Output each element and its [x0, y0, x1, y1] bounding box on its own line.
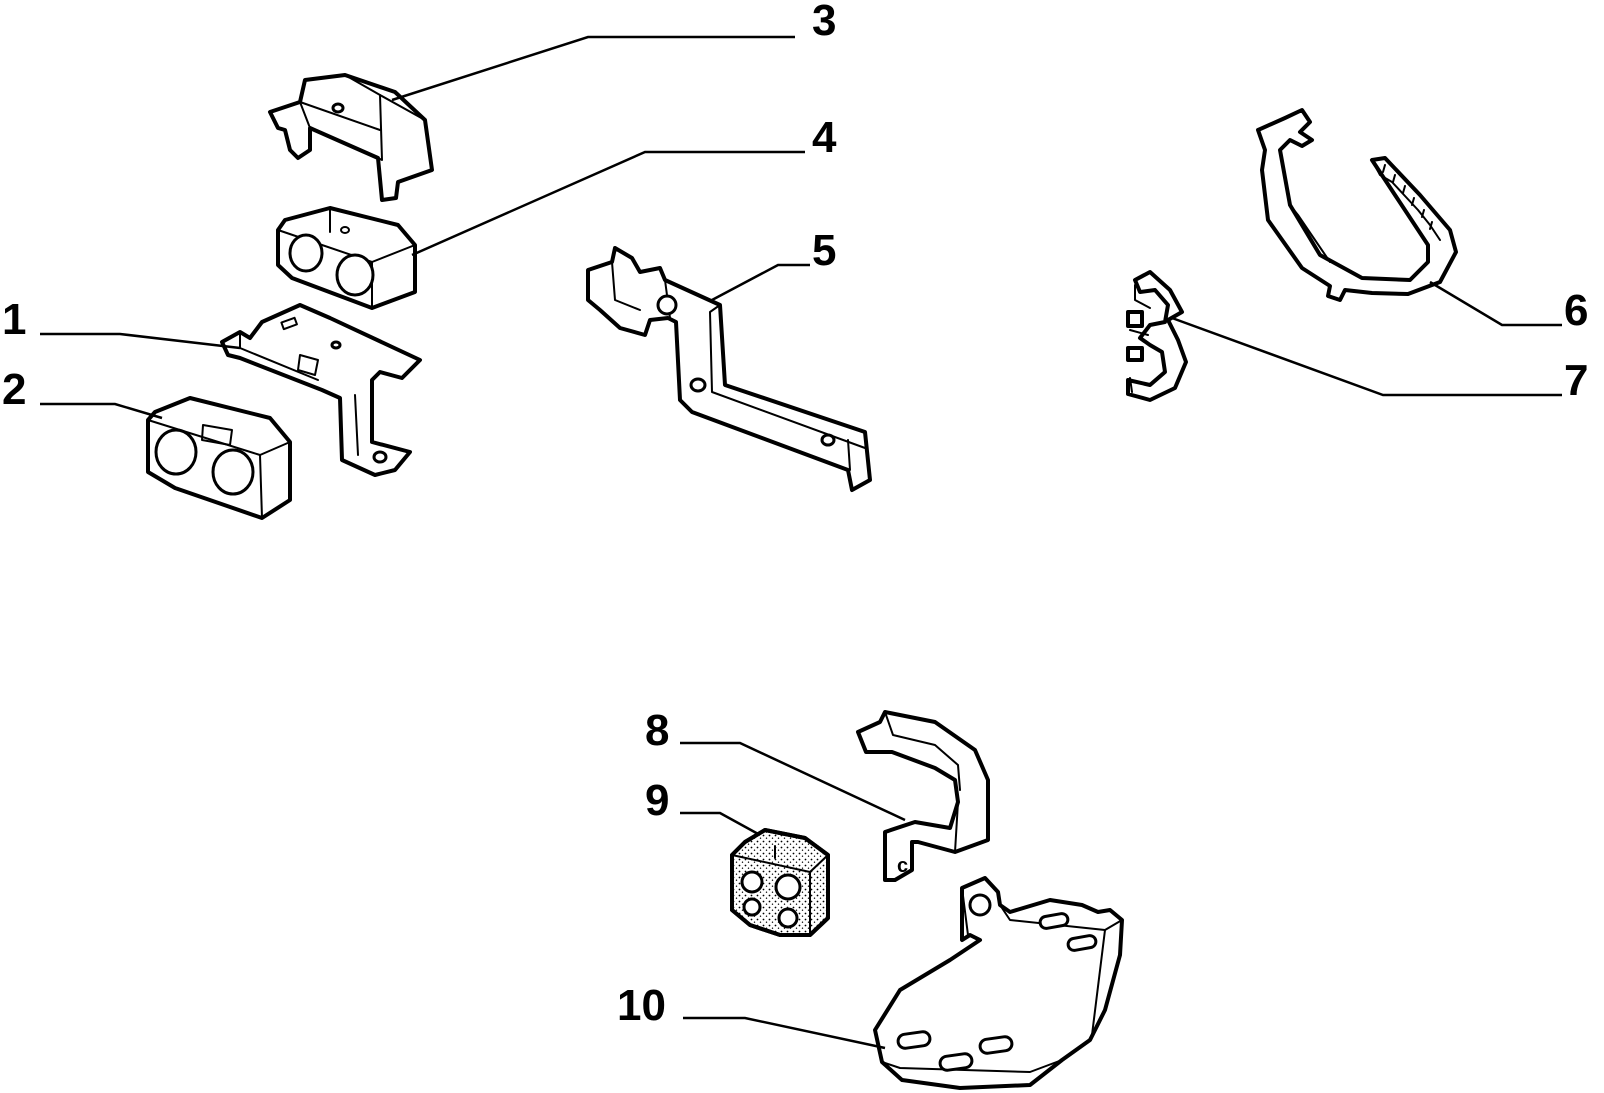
leader-7: [1171, 316, 1562, 397]
callout-2: 2: [2, 365, 26, 414]
callout-9: 9: [645, 776, 669, 825]
leader-6: [1429, 280, 1562, 327]
leader-2: [40, 402, 163, 420]
callout-7: 7: [1564, 356, 1588, 405]
callout-1: 1: [2, 295, 26, 344]
leader-5: [711, 263, 810, 302]
svg-text:c: c: [897, 855, 908, 877]
part-8-c-bracket: c: [856, 710, 990, 882]
leader-10: [683, 1016, 886, 1050]
part-9-rubber-block: [730, 828, 830, 937]
callout-6: 6: [1564, 286, 1588, 335]
callout-4: 4: [812, 113, 837, 162]
callout-8: 8: [645, 706, 669, 755]
leader-9: [680, 811, 761, 837]
leader-4: [411, 150, 805, 257]
part-3-bracket-cap: [268, 73, 434, 202]
part-4-twin-block: [276, 206, 417, 310]
callout-labels: 1 2 3 4 5 6 7 8 9 10: [2, 0, 1588, 1030]
leader-lines: [40, 35, 1562, 1050]
callout-3: 3: [812, 0, 836, 45]
part-7-double-clip: [1126, 270, 1188, 402]
callout-10: 10: [617, 981, 666, 1030]
leader-3: [391, 35, 795, 102]
part-2-twin-block: [146, 396, 292, 520]
part-6-cable-tie: [1256, 108, 1458, 302]
leader-8: [680, 741, 906, 822]
callout-5: 5: [812, 226, 836, 275]
leader-1: [40, 332, 241, 350]
part-1-plate-bracket: [220, 303, 422, 477]
part-5-angled-bracket: [586, 246, 872, 492]
part-10-base-plate: [873, 876, 1124, 1090]
